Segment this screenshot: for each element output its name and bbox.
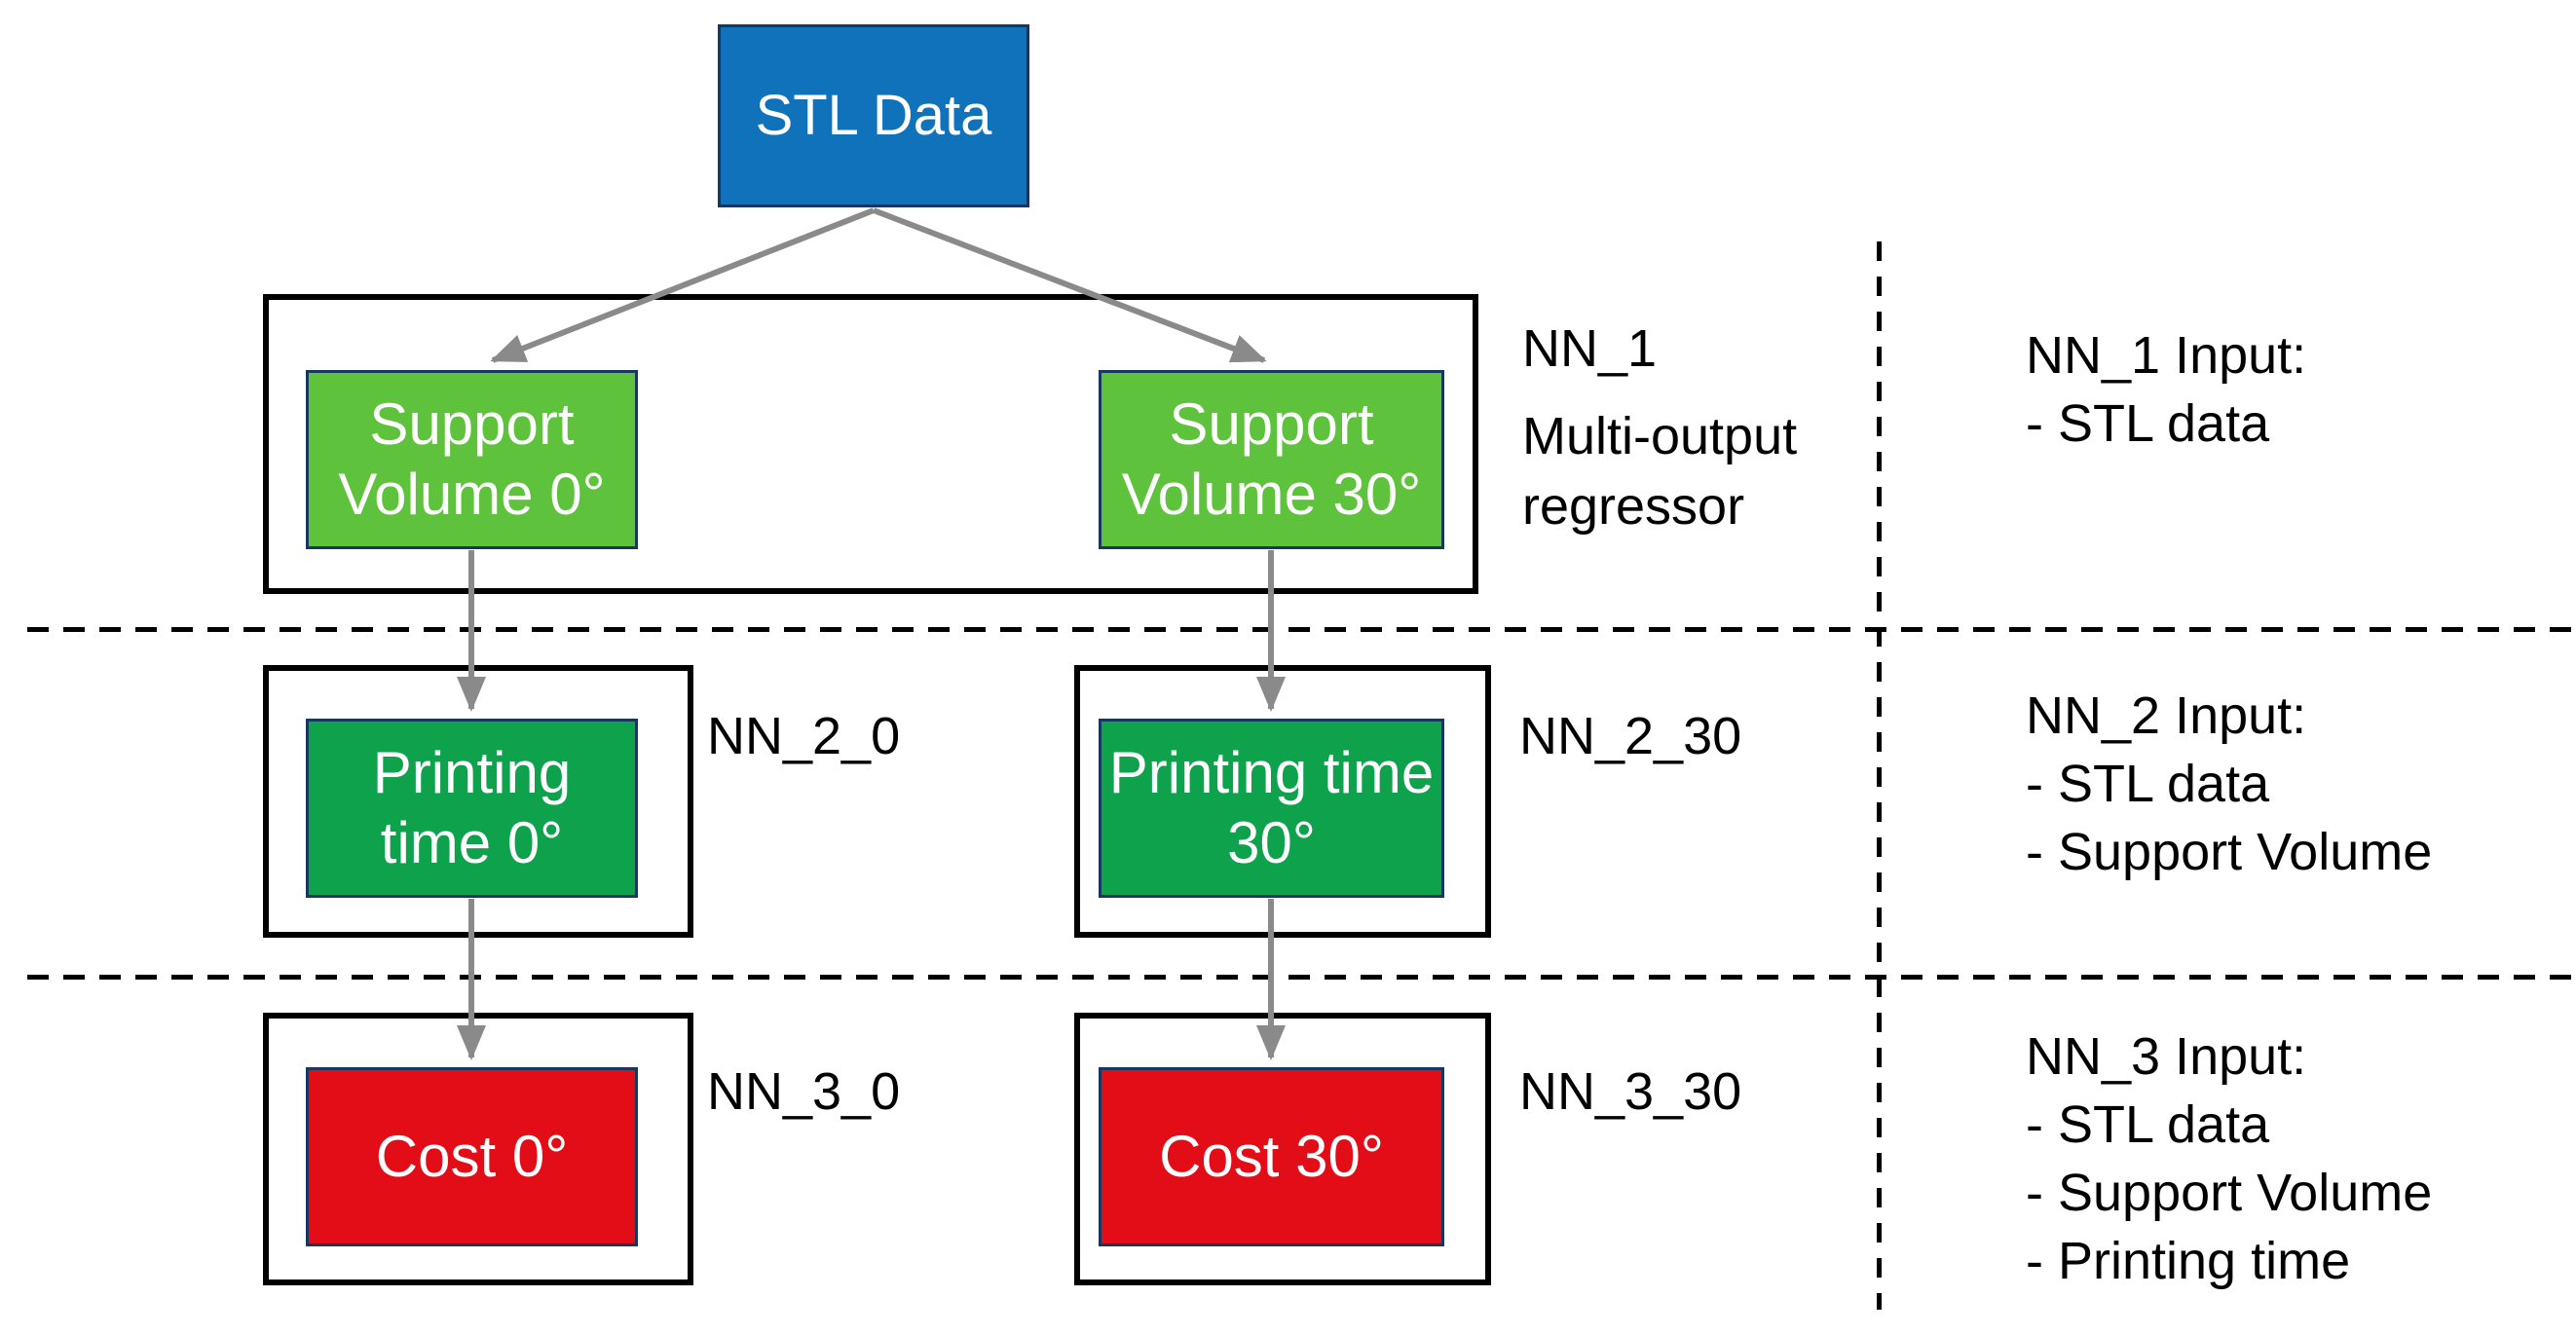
printing-time-30-node: Printing time 30° <box>1099 719 1444 898</box>
nn1-input-legend: NN_1 Input: - STL data <box>2026 321 2557 458</box>
nn2-0-container-box <box>263 665 693 938</box>
printing-time-30-node-label: Printing time 30° <box>1108 740 1435 875</box>
stl-data-node-label: STL Data <box>755 84 992 147</box>
legend-line: NN_1 Input: <box>2026 326 2307 385</box>
printing-time-0-node-label: Printing time 0° <box>372 740 572 875</box>
nn1-sublabel: Multi-output regressor <box>1522 407 1798 536</box>
nn3-0-container-box <box>263 1013 693 1285</box>
nn3-30-label: NN_3_30 <box>1519 1062 1742 1121</box>
legend-line: - Support Volume <box>2026 1164 2433 1222</box>
legend-line: NN_2 Input: <box>2026 686 2307 745</box>
support-volume-0-node-label: Support Volume 0° <box>338 391 606 527</box>
row-separator-dashed-line-1 <box>27 627 2576 632</box>
nn3-0-label: NN_3_0 <box>707 1062 901 1121</box>
cost-0-node: Cost 0° <box>306 1067 638 1246</box>
cost-0-node-label: Cost 0° <box>375 1124 569 1189</box>
printing-time-0-node: Printing time 0° <box>306 719 638 898</box>
nn3-input-legend: NN_3 Input: - STL data - Support Volume … <box>2026 1022 2557 1295</box>
nn2-0-label: NN_2_0 <box>707 707 901 765</box>
support-volume-0-node: Support Volume 0° <box>306 370 638 549</box>
stl-data-node: STL Data <box>718 24 1029 207</box>
nn3-30-container-box <box>1074 1013 1491 1285</box>
support-volume-30-node: Support Volume 30° <box>1099 370 1444 549</box>
legend-line: - Support Volume <box>2026 823 2433 881</box>
legend-line: - STL data <box>2026 1095 2270 1154</box>
support-volume-30-node-label: Support Volume 30° <box>1121 391 1422 527</box>
nn1-label: NN_1 <box>1522 319 1658 378</box>
legend-line: NN_3 Input: <box>2026 1027 2307 1086</box>
cost-30-node: Cost 30° <box>1099 1067 1444 1246</box>
legend-line: - STL data <box>2026 394 2270 453</box>
legend-line: - Printing time <box>2026 1232 2351 1290</box>
cost-30-node-label: Cost 30° <box>1159 1124 1384 1189</box>
nn2-30-container-box <box>1074 665 1491 938</box>
legend-separator-dashed-line <box>1877 241 1882 1310</box>
nn2-input-legend: NN_2 Input: - STL data - Support Volume <box>2026 682 2557 886</box>
nn2-30-label: NN_2_30 <box>1519 707 1742 765</box>
row-separator-dashed-line-2 <box>27 975 2576 980</box>
legend-line: - STL data <box>2026 755 2270 813</box>
